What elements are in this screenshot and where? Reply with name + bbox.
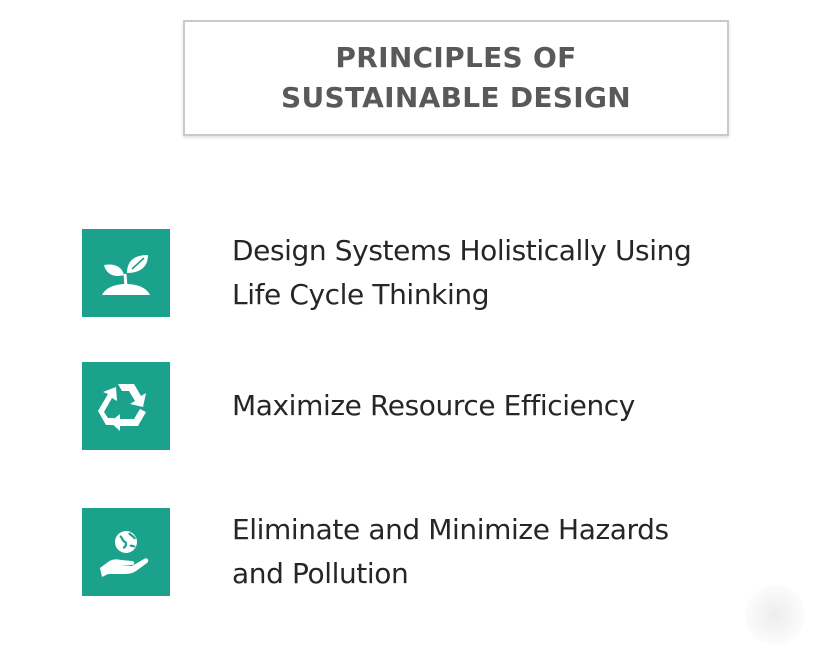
principle-line: Design Systems Holistically Using [232,234,692,267]
principle-line: Life Cycle Thinking [232,278,490,311]
page-title-line-2: SUSTAINABLE DESIGN [280,81,631,114]
principle-line: Maximize Resource Efficiency [232,389,635,422]
corner-watermark [745,585,805,645]
principle-line: Eliminate and Minimize Hazards [232,513,669,546]
principle-item-resource-efficiency: Maximize Resource Efficiency [82,362,782,450]
principle-item-life-cycle: Design Systems Holistically Using Life C… [82,229,782,317]
principle-text: Design Systems Holistically Using Life C… [232,229,692,317]
title-box: PRINCIPLES OF SUSTAINABLE DESIGN [183,20,729,136]
principle-item-hazards-pollution: Eliminate and Minimize Hazards and Pollu… [82,508,782,596]
recycle-icon [82,362,170,450]
seedling-icon [82,229,170,317]
principle-text: Maximize Resource Efficiency [232,384,635,428]
page-title-line-1: PRINCIPLES OF [335,41,577,74]
principle-line: and Pollution [232,557,409,590]
globe-in-hand-icon [82,508,170,596]
principle-text: Eliminate and Minimize Hazards and Pollu… [232,508,669,596]
